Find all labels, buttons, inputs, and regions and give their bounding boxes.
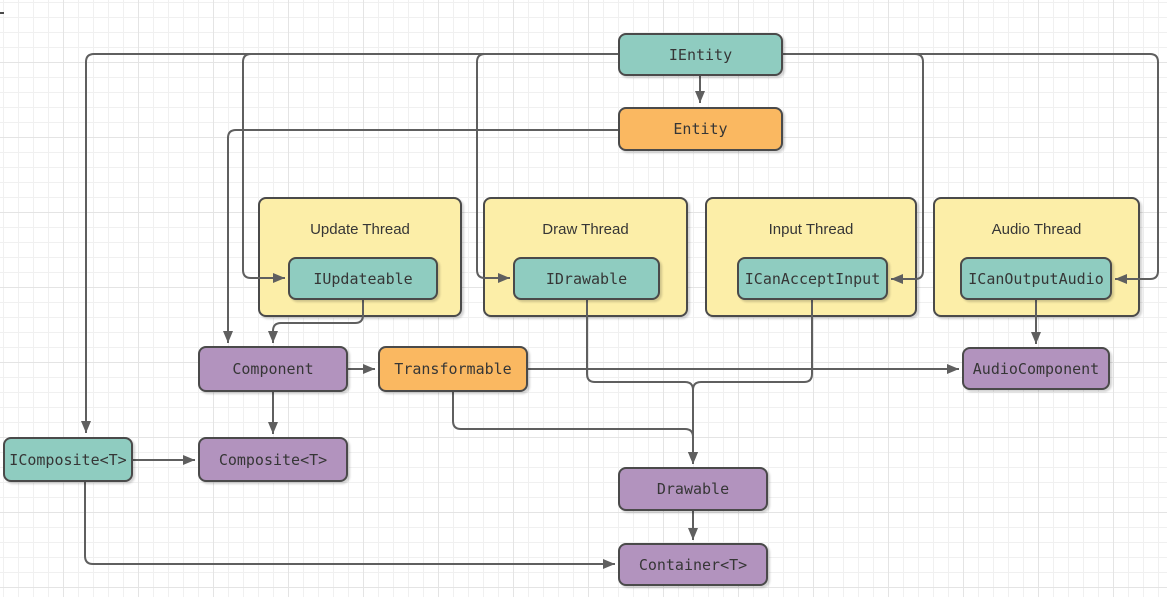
node-icanoutputaudio[interactable]: ICanOutputAudio <box>960 257 1112 300</box>
node-container[interactable]: Container<T> <box>618 543 768 586</box>
class-label-drawable: Drawable <box>656 480 730 498</box>
group-title-update-thread: Update Thread <box>310 221 410 238</box>
class-label-component: Component <box>232 360 314 378</box>
node-entity[interactable]: Entity <box>618 107 783 151</box>
node-audiocomponent[interactable]: AudioComponent <box>962 347 1110 390</box>
node-iupdateable[interactable]: IUpdateable <box>288 257 438 300</box>
fragment-left-edge-dash <box>0 12 4 14</box>
node-composite[interactable]: Composite<T> <box>198 437 348 482</box>
class-label-icomposite: IComposite<T> <box>9 450 127 469</box>
node-icomposite[interactable]: IComposite<T> <box>3 437 133 482</box>
class-label-container: Container<T> <box>638 555 748 574</box>
class-label-ientity: IEntity <box>668 45 733 64</box>
edge-iupdateable-component[interactable] <box>268 300 364 343</box>
group-title-draw-thread: Draw Thread <box>542 221 629 238</box>
edge-icomposite-container[interactable] <box>84 482 615 569</box>
edge-entity-component[interactable] <box>223 129 618 343</box>
class-label-transformable: Transformable <box>394 360 512 378</box>
edge-ientity-icanoutputaudio[interactable] <box>783 53 1159 284</box>
node-icanacceptinput[interactable]: ICanAcceptInput <box>737 257 888 300</box>
node-drawable[interactable]: Drawable <box>618 467 768 511</box>
edge-idrawable-drawable[interactable] <box>586 300 698 464</box>
node-idrawable[interactable]: IDrawable <box>513 257 660 300</box>
class-label-iupdateable: IUpdateable <box>313 269 413 288</box>
edge-icanacceptinput-drawable[interactable] <box>688 300 813 464</box>
class-label-composite: Composite<T> <box>218 450 328 469</box>
group-title-input-thread: Input Thread <box>768 221 854 238</box>
edge-transformable-drawable[interactable] <box>452 392 698 464</box>
edge-ientity-iupdateable[interactable] <box>242 53 618 283</box>
class-label-idrawable: IDrawable <box>545 269 628 288</box>
class-label-entity: Entity <box>673 120 728 138</box>
group-title-audio-thread: Audio Thread <box>991 221 1082 238</box>
class-label-audiocomponent: AudioComponent <box>972 359 1100 378</box>
node-ientity[interactable]: IEntity <box>618 33 783 76</box>
node-transformable[interactable]: Transformable <box>378 346 528 392</box>
edge-ientity-idrawable[interactable] <box>476 53 618 283</box>
edge-ientity-icomposite[interactable] <box>81 53 618 433</box>
node-component[interactable]: Component <box>198 346 348 392</box>
edge-ientity-icanacceptinput[interactable] <box>783 53 924 284</box>
class-label-icanoutputaudio: ICanOutputAudio <box>968 269 1104 288</box>
class-label-icanacceptinput: ICanAcceptInput <box>744 269 881 288</box>
